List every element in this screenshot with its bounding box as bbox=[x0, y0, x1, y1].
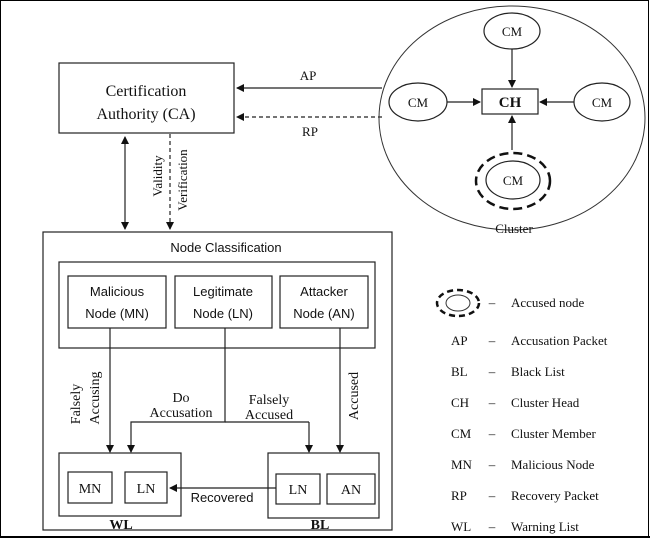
accused-label: Accused bbox=[347, 372, 362, 420]
cluster-label: Cluster bbox=[495, 221, 533, 236]
falsely-accusing-label-1: Falsely bbox=[69, 384, 84, 424]
validity-label: Validity bbox=[150, 155, 165, 197]
ap-label: AP bbox=[300, 68, 317, 83]
legend-row-ap: AP –Accusation Packet bbox=[451, 333, 608, 348]
legend-row-mn: MN–Malicious Node bbox=[451, 457, 595, 472]
do-accusation-arrow bbox=[127, 328, 226, 453]
legitimate-node-line2: Node (LN) bbox=[193, 306, 253, 321]
legend-desc: Accusation Packet bbox=[511, 333, 608, 348]
bl-ln-label: LN bbox=[289, 483, 308, 498]
falsely-accused-label-2: Accused bbox=[245, 408, 293, 423]
bl-an-box bbox=[326, 473, 376, 505]
legend-accused-dash: – bbox=[488, 295, 496, 310]
certification-authority-box: Certification Authority (CA) bbox=[58, 62, 235, 134]
ca-label-line2: Authority (CA) bbox=[96, 106, 195, 123]
ca-label-line1: Certification bbox=[106, 83, 187, 100]
legend-dash: – bbox=[488, 457, 496, 472]
cluster-member-right-label: CM bbox=[592, 95, 613, 110]
legend-dash: – bbox=[488, 395, 496, 410]
malicious-node-box bbox=[67, 275, 167, 329]
legend-row-wl: WL –Warning List bbox=[451, 519, 579, 534]
verification-label: Verification bbox=[175, 149, 190, 211]
malicious-node-line2: Node (MN) bbox=[85, 306, 149, 321]
legend-abbr: CH bbox=[451, 395, 469, 410]
cluster-member-accused-label: CM bbox=[503, 173, 524, 188]
legend-desc: Cluster Member bbox=[511, 426, 597, 441]
legend-dash: – bbox=[488, 333, 496, 348]
legend-dash: – bbox=[488, 426, 496, 441]
legend-abbr: AP bbox=[451, 333, 468, 348]
cluster-head-label: CH bbox=[499, 95, 522, 111]
legend-desc: Warning List bbox=[511, 519, 579, 534]
legend-abbr: CM bbox=[451, 426, 472, 441]
node-classification-title: Node Classification bbox=[170, 240, 281, 255]
wl-label: WL bbox=[109, 518, 132, 533]
falsely-accused-label-1: Falsely bbox=[249, 393, 289, 408]
do-accusation-label-2: Accusation bbox=[150, 406, 213, 421]
wl-mn-box bbox=[67, 471, 113, 504]
wl-ln-box bbox=[124, 471, 168, 504]
wl-mn-label: MN bbox=[79, 482, 102, 497]
bl-an-label: AN bbox=[341, 483, 361, 498]
attacker-node-line2: Node (AN) bbox=[293, 306, 354, 321]
legend-abbr: MN bbox=[451, 457, 473, 472]
legend-accused-ring-icon bbox=[435, 288, 481, 318]
legend-abbr: WL bbox=[451, 519, 471, 534]
attacker-node-line1: Attacker bbox=[300, 284, 348, 299]
rp-label: RP bbox=[302, 124, 318, 139]
legend: – Accused node bbox=[435, 288, 585, 318]
recovered-label: Recovered bbox=[191, 490, 254, 505]
legend-node-icon bbox=[445, 294, 471, 312]
legend-desc: Cluster Head bbox=[511, 395, 580, 410]
legend-dash: – bbox=[488, 519, 496, 534]
legend-row-cm: CM –Cluster Member bbox=[451, 426, 597, 441]
legend-row-bl: BL –Black List bbox=[451, 364, 565, 379]
wl-ln-label: LN bbox=[137, 482, 156, 497]
legitimate-node-line1: Legitimate bbox=[193, 284, 253, 299]
cluster-member-top-label: CM bbox=[502, 24, 523, 39]
cluster-head-box bbox=[481, 88, 539, 115]
node-classification-panel: Node Classification Malicious Node (MN) … bbox=[42, 231, 393, 533]
legend-desc: Malicious Node bbox=[511, 457, 595, 472]
legend-row-ch: CH –Cluster Head bbox=[451, 395, 580, 410]
bl-ln-box bbox=[275, 473, 321, 505]
accused-node-ring bbox=[474, 151, 552, 211]
cluster-member-accused bbox=[485, 160, 541, 200]
legitimate-node-box bbox=[174, 275, 273, 329]
legend-row-rp: RP –Recovery Packet bbox=[451, 488, 599, 503]
legend-desc: Recovery Packet bbox=[511, 488, 599, 503]
legend-abbr: RP bbox=[451, 488, 467, 503]
legend-desc: Black List bbox=[511, 364, 565, 379]
malicious-node-line1: Malicious bbox=[90, 284, 145, 299]
falsely-accusing-label-2: Accusing bbox=[88, 372, 103, 425]
legend-dash: – bbox=[488, 488, 496, 503]
legend-accused-desc: Accused node bbox=[511, 295, 585, 310]
legend-abbr: BL bbox=[451, 364, 468, 379]
cluster-boundary bbox=[378, 5, 646, 231]
attacker-node-box bbox=[279, 275, 369, 329]
legend-dash: – bbox=[488, 364, 496, 379]
do-accusation-label-1: Do bbox=[172, 391, 189, 406]
cluster: Cluster CH CM CM CM CM bbox=[378, 5, 646, 236]
cluster-member-left-label: CM bbox=[408, 95, 429, 110]
bl-label: BL bbox=[311, 518, 330, 533]
